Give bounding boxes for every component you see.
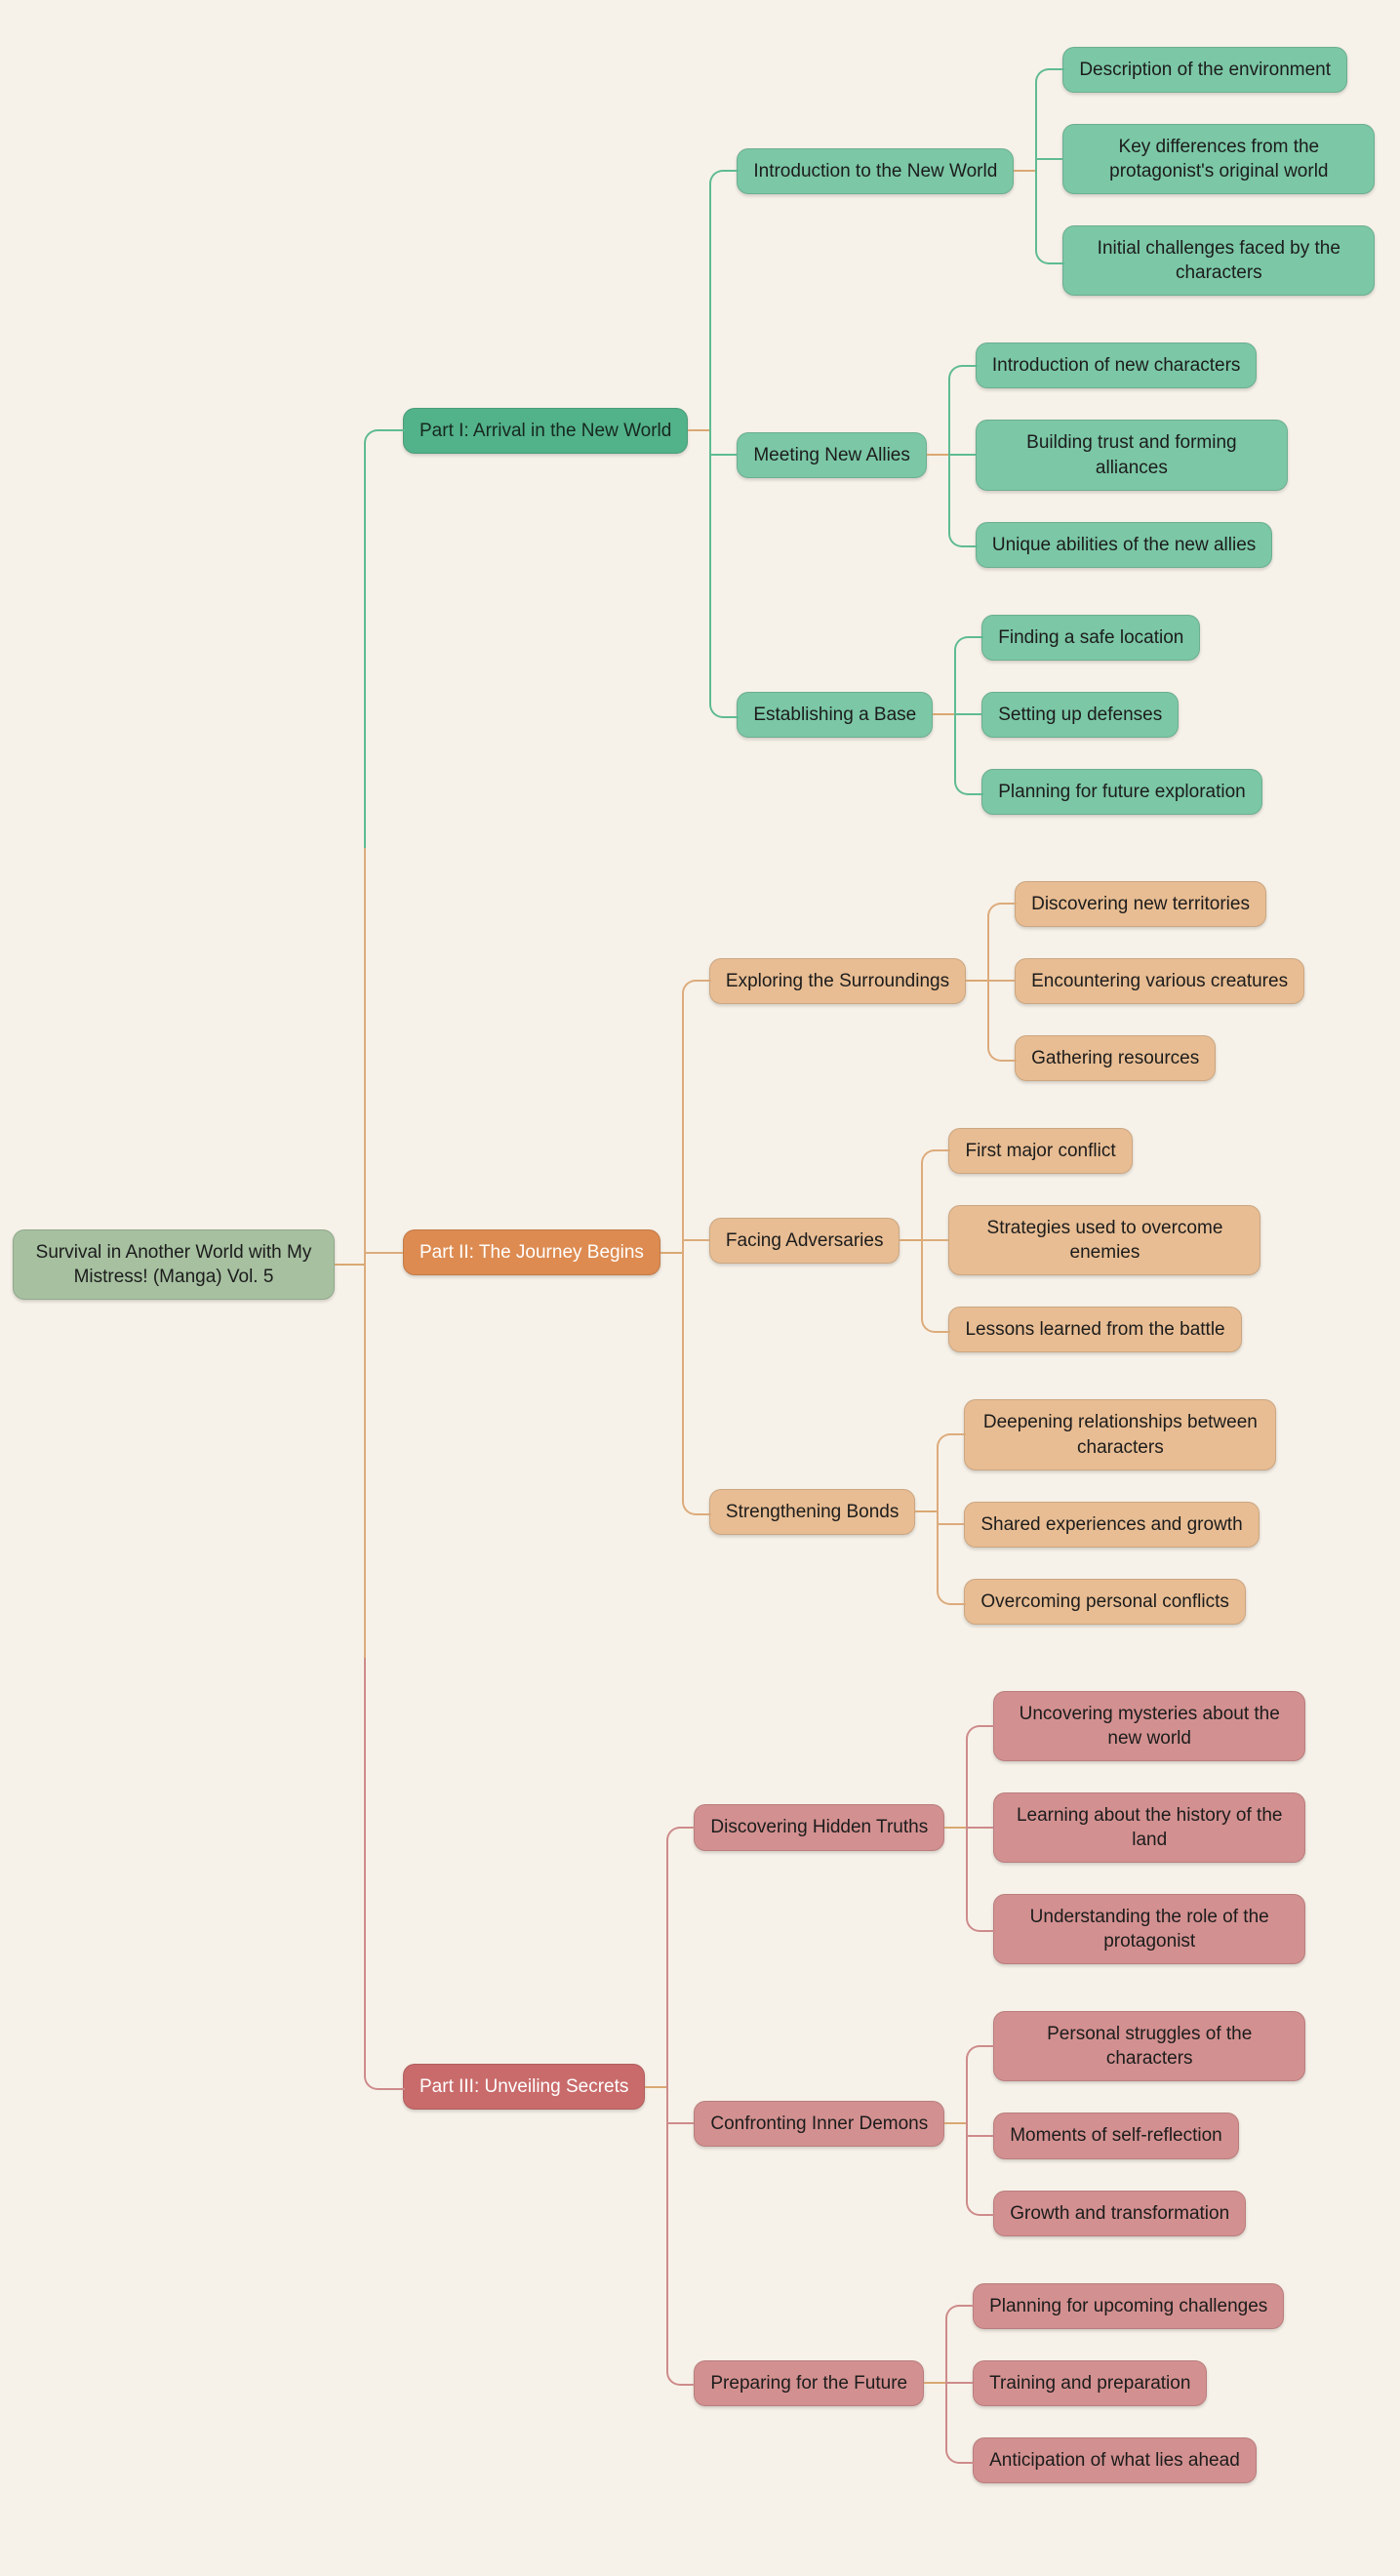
- topic-branch: Strengthening Bonds Deepening relationsh…: [681, 1376, 1277, 1647]
- subtopic-node[interactable]: Training and preparation: [973, 2359, 1208, 2406]
- topic-node[interactable]: Establishing a Base: [737, 691, 934, 738]
- part-children: Introduction to the New World Descriptio…: [688, 23, 1376, 838]
- subtopic-item: Unique abilities of the new allies: [947, 505, 1273, 584]
- subtopic-item: Learning about the history of the land: [966, 1776, 1306, 1879]
- subtopic-item: Anticipation of what lies ahead: [945, 2421, 1257, 2499]
- subtopic-item: Planning for upcoming challenges: [945, 2268, 1285, 2347]
- subtopic-node[interactable]: Strategies used to overcome enemies: [948, 1205, 1261, 1276]
- subtopic-node[interactable]: Planning for upcoming challenges: [973, 2282, 1285, 2329]
- root-topic-node[interactable]: Survival in Another World with My Mistre…: [13, 1229, 335, 1301]
- subtopic-node[interactable]: Overcoming personal conflicts: [964, 1578, 1246, 1625]
- subtopic-item: Lessons learned from the battle: [921, 1291, 1242, 1368]
- topic-branch: Confronting Inner Demons Personal strugg…: [666, 1988, 1306, 2260]
- subtopic-item: Understanding the role of the protagonis…: [966, 1878, 1306, 1980]
- subtopic-node[interactable]: Understanding the role of the protagonis…: [993, 1894, 1306, 1965]
- topic-children: Personal struggles of the characters Mom…: [944, 1995, 1306, 2252]
- mindmap-canvas: Survival in Another World with My Mistre…: [13, 14, 1400, 2516]
- subtopic-node[interactable]: Discovering new territories: [1015, 880, 1266, 928]
- topic-children: Finding a safe location Setting up defen…: [933, 599, 1262, 830]
- subtopic-item: Shared experiences and growth: [937, 1485, 1260, 1563]
- subtopic-node[interactable]: Introduction of new characters: [975, 342, 1258, 389]
- subtopic-item: Building trust and forming alliances: [947, 404, 1288, 506]
- topic-children: Description of the environment Key diffe…: [1014, 31, 1376, 311]
- part-node[interactable]: Part II: The Journey Begins: [403, 1229, 660, 1276]
- subtopic-node[interactable]: Learning about the history of the land: [993, 1791, 1306, 1864]
- subtopic-node[interactable]: First major conflict: [948, 1128, 1133, 1175]
- subtopic-item: Deepening relationships between characte…: [937, 1384, 1277, 1488]
- part-node[interactable]: Part I: Arrival in the New World: [403, 407, 689, 454]
- branch-part-2: Part II: The Journey Begins Exploring th…: [364, 847, 1305, 1658]
- subtopic-node[interactable]: Encountering various creatures: [1015, 958, 1305, 1005]
- subtopic-item: Uncovering mysteries about the new world: [966, 1675, 1306, 1780]
- topic-node[interactable]: Facing Adversaries: [708, 1217, 900, 1264]
- subtopic-node[interactable]: Shared experiences and growth: [964, 1501, 1260, 1548]
- subtopic-item: Initial challenges faced by the characte…: [1035, 210, 1376, 311]
- subtopic-item: Encountering various creatures: [987, 943, 1305, 1021]
- topic-branch: Establishing a Base Finding a safe locat…: [709, 590, 1262, 838]
- subtopic-node[interactable]: Planning for future exploration: [981, 768, 1262, 815]
- subtopic-item: Overcoming personal conflicts: [937, 1562, 1246, 1640]
- subtopic-item: First major conflict: [921, 1112, 1133, 1192]
- subtopic-node[interactable]: Lessons learned from the battle: [948, 1307, 1242, 1353]
- subtopic-item: Training and preparation: [945, 2344, 1208, 2422]
- topic-children: Deepening relationships between characte…: [915, 1384, 1277, 1640]
- subtopic-item: Moments of self-reflection: [966, 2097, 1239, 2175]
- subtopic-item: Finding a safe location: [954, 599, 1201, 678]
- subtopic-node[interactable]: Initial challenges faced by the characte…: [1062, 225, 1376, 297]
- topic-node[interactable]: Exploring the Surroundings: [708, 958, 967, 1005]
- topic-branch: Exploring the Surroundings Discovering n…: [681, 858, 1305, 1107]
- topic-node[interactable]: Introduction to the New World: [737, 148, 1015, 195]
- subtopic-item: Description of the environment: [1035, 31, 1347, 111]
- subtopic-node[interactable]: Building trust and forming alliances: [975, 420, 1288, 491]
- subtopic-node[interactable]: Anticipation of what lies ahead: [973, 2436, 1257, 2483]
- topic-branch: Discovering Hidden Truths Uncovering mys…: [666, 1668, 1306, 1991]
- subtopic-node[interactable]: Key differences from the protagonist's o…: [1062, 124, 1376, 195]
- topic-node[interactable]: Meeting New Allies: [737, 432, 927, 479]
- topic-branch: Preparing for the Future Planning for up…: [666, 2259, 1285, 2507]
- branch-part-1: Part I: Arrival in the New World Introdu…: [364, 14, 1376, 850]
- subtopic-item: Discovering new territories: [987, 865, 1266, 946]
- subtopic-node[interactable]: Deepening relationships between characte…: [964, 1399, 1277, 1470]
- part-children: Exploring the Surroundings Discovering n…: [660, 858, 1305, 1648]
- subtopic-node[interactable]: Moments of self-reflection: [993, 2113, 1239, 2159]
- subtopic-item: Gathering resources: [987, 1020, 1217, 1097]
- topic-children: First major conflict Strategies used to …: [900, 1112, 1261, 1368]
- topic-branch: Facing Adversaries First major conflict …: [681, 1105, 1261, 1377]
- part-node[interactable]: Part III: Unveiling Secrets: [403, 2064, 646, 2111]
- subtopic-node[interactable]: Finding a safe location: [981, 614, 1201, 661]
- topic-children: Discovering new territories Encountering…: [966, 865, 1305, 1097]
- subtopic-node[interactable]: Growth and transformation: [993, 2190, 1247, 2236]
- topic-branch: Meeting New Allies Introduction of new c…: [709, 319, 1288, 592]
- subtopic-node[interactable]: Unique abilities of the new allies: [975, 521, 1273, 568]
- root-children: Part I: Arrival in the New World Introdu…: [334, 14, 1376, 2516]
- mindmap-root-row: Survival in Another World with My Mistre…: [13, 14, 1400, 2516]
- topic-node[interactable]: Preparing for the Future: [694, 2359, 925, 2406]
- subtopic-node[interactable]: Personal struggles of the characters: [993, 2011, 1306, 2082]
- topic-node[interactable]: Confronting Inner Demons: [694, 2100, 945, 2147]
- subtopic-node[interactable]: Gathering resources: [1015, 1035, 1217, 1082]
- subtopic-node[interactable]: Setting up defenses: [981, 691, 1180, 738]
- subtopic-item: Planning for future exploration: [954, 752, 1262, 830]
- topic-children: Uncovering mysteries about the new world…: [944, 1675, 1306, 1980]
- topic-node[interactable]: Strengthening Bonds: [708, 1489, 916, 1536]
- topic-children: Introduction of new characters Building …: [926, 327, 1288, 584]
- branch-part-3: Part III: Unveiling Secrets Discovering …: [364, 1657, 1306, 2516]
- subtopic-node[interactable]: Uncovering mysteries about the new world: [993, 1690, 1306, 1761]
- subtopic-item: Setting up defenses: [954, 675, 1180, 753]
- subtopic-item: Strategies used to overcome enemies: [921, 1189, 1261, 1292]
- subtopic-item: Key differences from the protagonist's o…: [1035, 108, 1376, 211]
- topic-children: Planning for upcoming challenges Trainin…: [924, 2268, 1285, 2499]
- subtopic-node[interactable]: Description of the environment: [1062, 47, 1347, 94]
- subtopic-item: Personal struggles of the characters: [966, 1995, 1306, 2100]
- topic-branch: Introduction to the New World Descriptio…: [709, 23, 1376, 322]
- subtopic-item: Growth and transformation: [966, 2174, 1247, 2252]
- subtopic-item: Introduction of new characters: [947, 327, 1258, 407]
- part-children: Discovering Hidden Truths Uncovering mys…: [645, 1668, 1306, 2507]
- topic-node[interactable]: Discovering Hidden Truths: [694, 1804, 945, 1851]
